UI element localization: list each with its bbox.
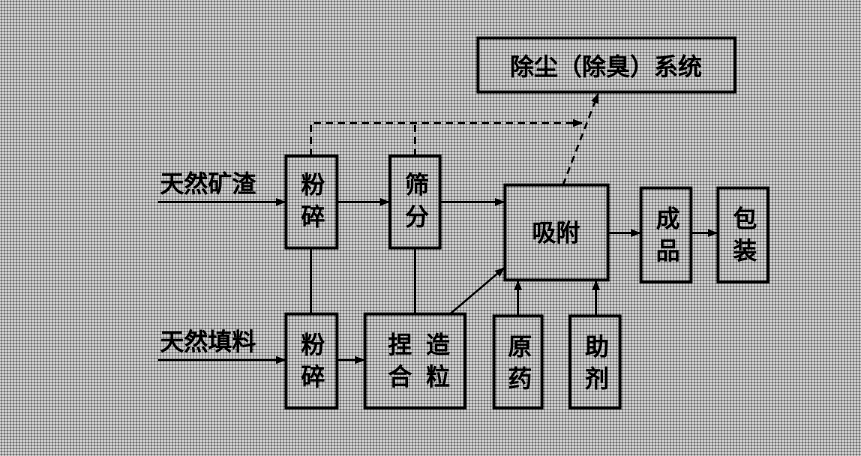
- node-dust-system: 除尘（除臭）系统: [476, 36, 737, 94]
- crush-top-label: 粉碎: [297, 172, 326, 236]
- granulate-label: 造粒: [422, 332, 451, 396]
- dashed-dust-line: [310, 119, 583, 156]
- active-ingredient-label: 原药: [504, 334, 533, 398]
- node-knead-granulate: 捏合 造粒: [363, 312, 467, 410]
- raw-slag-label: 天然矿渣: [160, 169, 257, 198]
- node-crush-top: 粉碎: [284, 154, 339, 250]
- product-label: 成品: [652, 206, 681, 270]
- dust-system-label: 除尘（除臭）系统: [510, 52, 702, 81]
- sieve-label: 筛分: [401, 171, 430, 236]
- node-active-ingredient: 原药: [492, 314, 544, 410]
- node-additive: 助剂: [568, 314, 622, 410]
- node-crush-bottom: 粉碎: [284, 312, 339, 410]
- additive-label: 助剂: [581, 334, 610, 398]
- knead-label: 捏合: [384, 332, 413, 396]
- adsorb-label: 吸附: [532, 218, 580, 247]
- node-package: 包装: [716, 186, 770, 284]
- arrow-knead-to-adsorb: [449, 267, 505, 315]
- package-label: 包装: [729, 205, 758, 270]
- crush-bottom-label: 粉碎: [297, 332, 326, 396]
- node-product: 成品: [639, 186, 693, 284]
- dashed-adsorb-to-dust: [562, 93, 599, 186]
- node-sieve: 筛分: [388, 154, 442, 250]
- raw-filler-label: 天然填料: [160, 327, 256, 356]
- node-adsorb: 吸附: [503, 183, 610, 282]
